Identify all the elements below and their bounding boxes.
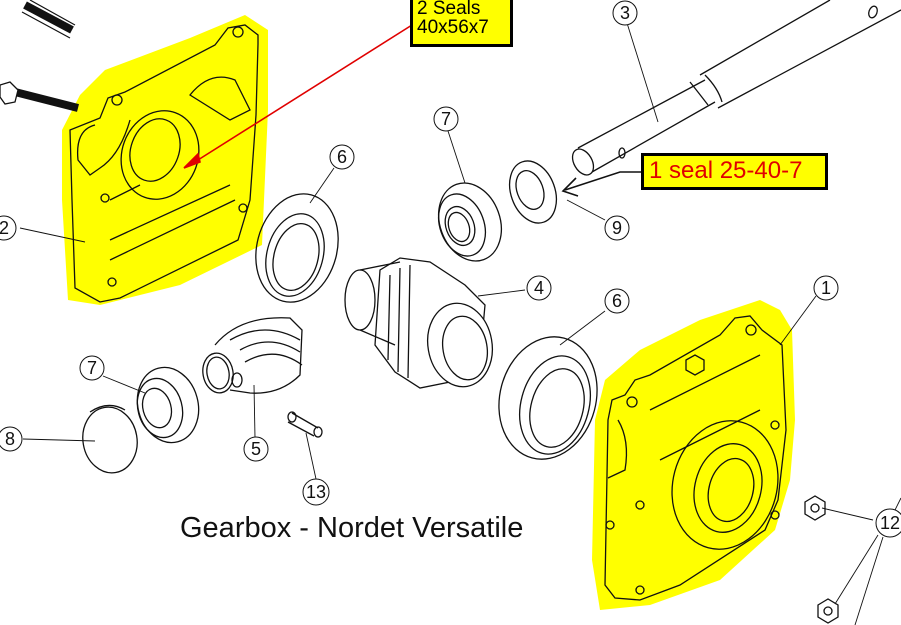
callout-two-seals-line2: 40x56x7: [417, 17, 489, 38]
seal-top-arrow: [183, 24, 413, 169]
balloon-1: 1: [821, 278, 831, 298]
part-7-bearing-upper: [437, 182, 502, 262]
callout-two-seals-line1: 2 Seals: [417, 0, 481, 19]
part-7-bearing-lower: [136, 366, 200, 444]
part-12-nuts: [804, 495, 839, 624]
balloon-6-lower: 6: [612, 291, 622, 311]
balloon-8: 8: [5, 429, 15, 449]
part-number-balloons: [0, 0, 901, 538]
callout-two-seals: 2 Seals 40x56x7: [410, 0, 513, 47]
balloon-2: 2: [0, 218, 9, 238]
part-2-cover: [0, 0, 268, 305]
part-6-bearing-upper: [255, 193, 339, 303]
balloon-9: 9: [612, 218, 622, 238]
balloon-4: 4: [534, 278, 544, 298]
part-3-shaft: [571, 0, 901, 176]
balloon-5: 5: [251, 439, 261, 459]
seal-right-arrow: [561, 171, 641, 197]
part-6-bearing-lower: [498, 336, 598, 460]
part-1-housing: [592, 300, 795, 610]
part-5-bellows: [202, 317, 303, 394]
part-13-pin: [287, 411, 323, 438]
callout-one-seal: 1 seal 25-40-7: [641, 153, 828, 190]
part-8-end-cap: [82, 404, 138, 474]
balloon-12: 12: [880, 513, 900, 533]
leader-lines: [19, 22, 901, 625]
part-4-gear: [344, 257, 493, 389]
balloon-3: 3: [620, 3, 630, 23]
balloon-7-upper: 7: [441, 109, 451, 129]
part-9-seal: [508, 160, 558, 224]
diagram-title: Gearbox - Nordet Versatile: [180, 512, 524, 544]
balloon-13: 13: [306, 482, 326, 502]
balloon-7-lower: 7: [87, 358, 97, 378]
balloon-6-upper: 6: [337, 147, 347, 167]
